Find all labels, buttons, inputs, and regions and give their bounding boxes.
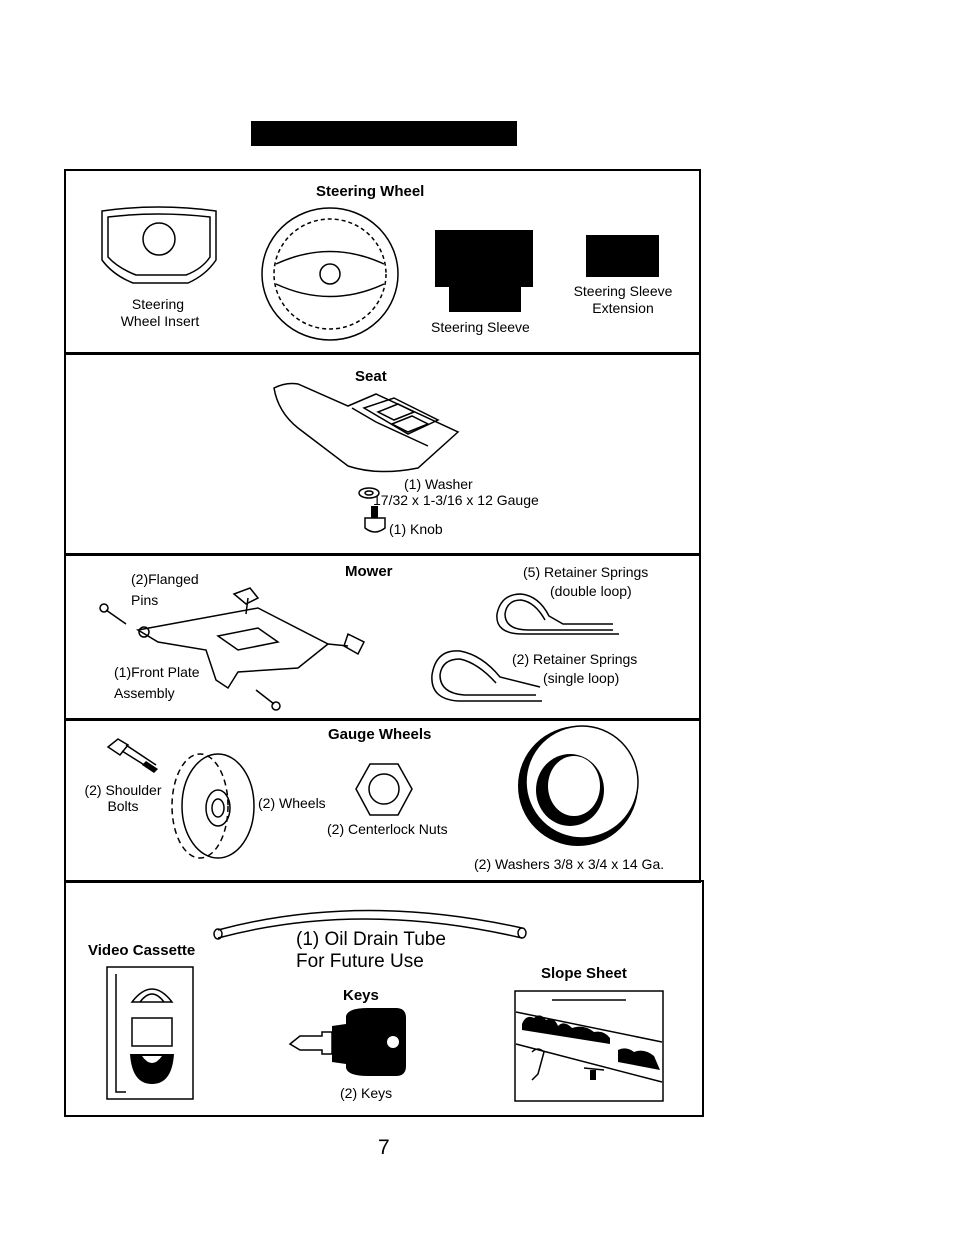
steering-title: Steering Wheel xyxy=(316,183,425,200)
extension-label-1: Steering Sleeve xyxy=(573,283,673,299)
insert-label-2: Wheel Insert xyxy=(120,313,200,329)
tube-label-1: (1) Oil Drain Tube xyxy=(296,929,446,950)
nuts-label: (2) Centerlock Nuts xyxy=(327,821,448,837)
retainer5-label-2: (double loop) xyxy=(550,583,632,599)
washer-label-1: (1) Washer xyxy=(404,476,473,492)
keys-label: (2) Keys xyxy=(340,1085,393,1101)
flanged-label-1: (2)Flanged xyxy=(131,571,199,587)
video-cassette-icon xyxy=(106,966,194,1100)
retainer2-label-1: (2) Retainer Springs xyxy=(512,651,638,667)
knob-label: (1) Knob xyxy=(389,521,443,537)
gauge-title: Gauge Wheels xyxy=(328,726,432,743)
panel-mower xyxy=(64,553,701,721)
double-loop-spring-icon xyxy=(496,593,619,635)
steering-wheel-icon xyxy=(261,207,399,341)
steering-sleeve-bottom xyxy=(449,287,521,312)
panel-gauge-wheels xyxy=(64,718,701,883)
washers-label: (2) Washers 3/8 x 3/4 x 14 Ga. xyxy=(474,856,665,872)
bolts-label-2: Bolts xyxy=(107,798,139,814)
steering-sleeve-label: Steering Sleeve xyxy=(431,319,530,335)
video-label: Video Cassette xyxy=(88,942,196,959)
gauge-wheel-icon xyxy=(171,753,255,859)
slope-label: Slope Sheet xyxy=(541,965,627,982)
tube-label-2: For Future Use xyxy=(296,951,424,972)
flanged-label-2: Pins xyxy=(131,592,159,608)
header-bar xyxy=(251,121,517,146)
washer-icon xyxy=(358,487,380,499)
panel-seat xyxy=(64,352,701,556)
knob-icon xyxy=(364,506,386,533)
key-icon xyxy=(288,1008,406,1076)
bolts-label-1: (2) Shoulder xyxy=(84,782,162,798)
sleeve-extension-block xyxy=(586,235,659,277)
washer-large-icon xyxy=(518,725,639,846)
extension-label-2: Extension xyxy=(592,300,654,316)
front-plate-label-2: Assembly xyxy=(114,685,175,701)
oil-drain-tube-icon xyxy=(213,909,527,940)
front-plate-assembly-icon xyxy=(99,587,366,711)
panel-misc xyxy=(64,880,704,1117)
wheels-label: (2) Wheels xyxy=(258,795,326,811)
single-loop-spring-icon xyxy=(431,650,542,702)
mower-title: Mower xyxy=(345,563,393,580)
page-number: 7 xyxy=(378,1136,390,1159)
retainer2-label-2: (single loop) xyxy=(543,670,620,686)
shoulder-bolt-icon xyxy=(106,738,158,773)
steering-sleeve-top xyxy=(435,230,533,287)
front-plate-label-1: (1)Front Plate xyxy=(114,664,200,680)
retainer5-label-1: (5) Retainer Springs xyxy=(523,564,649,580)
centerlock-nut-icon xyxy=(355,763,413,816)
panel-steering xyxy=(64,169,701,355)
keys-title: Keys xyxy=(343,987,379,1004)
insert-label-1: Steering xyxy=(131,296,185,312)
steering-wheel-insert-icon xyxy=(101,206,217,284)
slope-sheet-icon xyxy=(514,990,664,1102)
seat-icon xyxy=(273,382,460,473)
washer-label-2: 17/32 x 1-3/16 x 12 Gauge xyxy=(373,492,539,508)
seat-title: Seat xyxy=(355,368,387,385)
